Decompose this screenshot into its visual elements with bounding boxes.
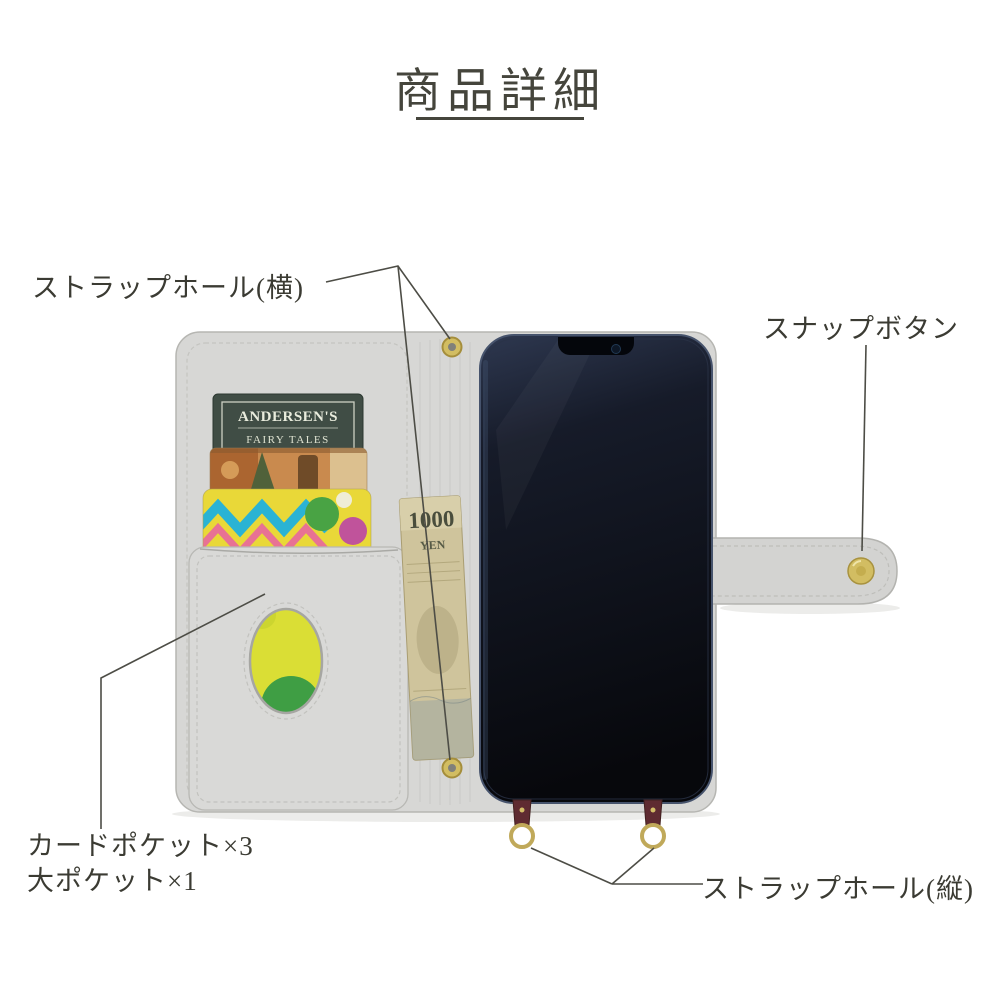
- callout-card-pockets: [100, 593, 266, 829]
- label-pockets: カードポケット×3 大ポケット×1: [27, 829, 254, 899]
- ring-tab-stud: [650, 807, 656, 813]
- large-pocket: [188, 546, 409, 811]
- card-zigzag-stripe: [203, 498, 332, 538]
- card-art-shape: [339, 517, 367, 545]
- card-art-shape: [336, 492, 352, 508]
- ring-tab-stud: [519, 807, 525, 813]
- label-strap-hole-horizontal: ストラップホール(横): [32, 273, 304, 303]
- page-title: 商品詳細: [394, 66, 606, 118]
- snap-button-center: [856, 566, 866, 576]
- card-slots: ANDERSEN'S FAIRY TALES: [202, 393, 372, 560]
- label-snap-button: スナップボタン: [763, 314, 959, 344]
- thumb-window: [243, 602, 329, 720]
- banknote-currency: YEN: [420, 537, 446, 552]
- card-zigzag-stripe: [203, 522, 331, 558]
- inner-card-design: [261, 676, 321, 713]
- phone-camera: [611, 344, 621, 354]
- title-underline: [416, 117, 584, 120]
- phone-screen: [479, 334, 713, 804]
- card-title-line1: ANDERSEN'S: [238, 409, 338, 425]
- thumb-window-rim: [248, 607, 324, 715]
- grommet-bottom: [441, 757, 463, 779]
- callout-strap-vertical: [530, 847, 703, 885]
- screen-edge-glow: [483, 360, 488, 780]
- snap-strap-stitch: [706, 545, 890, 597]
- phone: [479, 334, 713, 804]
- banknote-wave: [409, 696, 471, 704]
- label-card-pockets: カードポケット×3: [27, 831, 254, 861]
- large-pocket-stitch: [196, 555, 401, 803]
- label-strap-hole-vertical: ストラップホール(縦): [702, 874, 974, 904]
- grommet-bottom-hole: [448, 764, 456, 772]
- grommet-top: [441, 336, 463, 358]
- banknote-blue-area: [409, 698, 474, 761]
- snap-button-highlight: [852, 560, 862, 567]
- grommet-top-hole: [448, 343, 456, 351]
- label-large-pocket: 大ポケット×1: [27, 866, 198, 896]
- strap-rings: [509, 799, 666, 849]
- card-art-shape: [210, 448, 367, 453]
- snap-strap: [699, 537, 898, 605]
- callout-strap-horizontal: [325, 265, 451, 761]
- thumb-window-stitch: [243, 602, 329, 720]
- banknote-amount: 1000: [408, 506, 455, 533]
- callout-lines: [100, 265, 867, 885]
- card-art-shape: [305, 497, 339, 531]
- snap-strap-body: [699, 537, 898, 605]
- banknote-header: [399, 495, 462, 531]
- d-ring-left: [509, 799, 535, 849]
- large-pocket-opening: [199, 548, 399, 555]
- ring-hoop: [509, 823, 535, 849]
- card-title-line2: FAIRY TALES: [246, 434, 330, 446]
- banknote-pattern-lines: [406, 561, 467, 692]
- ring-hoop: [640, 823, 666, 849]
- d-ring-right: [640, 799, 666, 849]
- phone-notch: [558, 337, 634, 355]
- callout-snap-button: [861, 344, 867, 552]
- card-art-shape: [221, 461, 239, 479]
- strap-shadow: [720, 602, 900, 614]
